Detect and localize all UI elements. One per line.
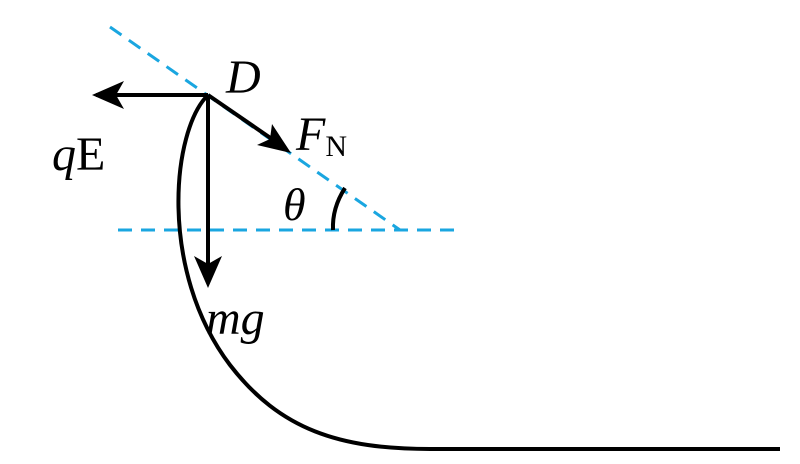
incline-dashed-line xyxy=(109,25,401,232)
normal-force-symbol: F xyxy=(295,108,326,161)
gravity-arrowhead xyxy=(194,256,222,288)
electric-force-e: E xyxy=(76,128,105,181)
electric-force-arrowhead xyxy=(92,81,124,109)
angle-theta-label: θ xyxy=(283,179,306,230)
normal-force-arrowhead xyxy=(257,124,291,153)
electric-force-label: qE xyxy=(52,128,105,181)
point-d-label: D xyxy=(225,51,261,104)
gravity-label: mg xyxy=(206,292,265,345)
electric-force-q: q xyxy=(52,128,76,181)
curved-track xyxy=(176,93,780,451)
angle-arc xyxy=(330,186,347,231)
normal-force-subscript: N xyxy=(325,130,347,163)
normal-force-label: FN xyxy=(295,108,347,163)
